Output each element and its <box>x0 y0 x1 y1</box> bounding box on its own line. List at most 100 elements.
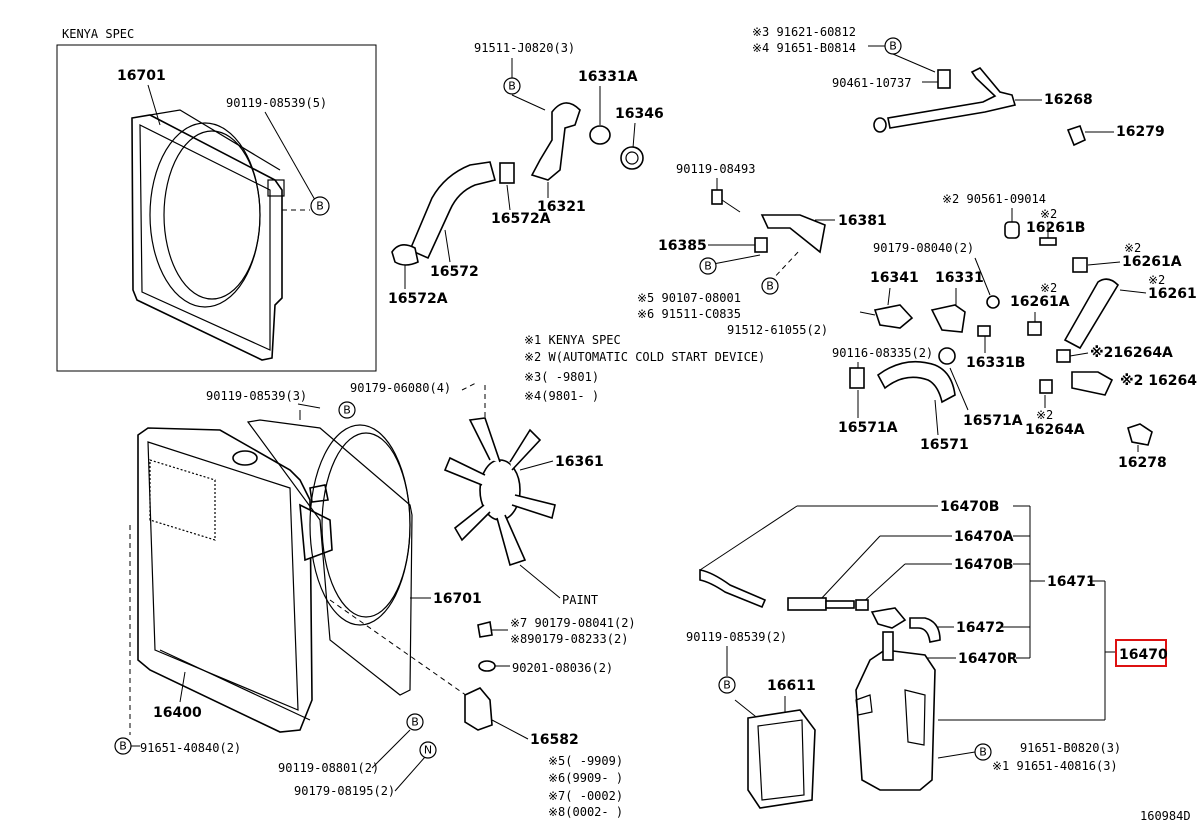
label-90119-08539-3: 90119-08539(3) <box>206 389 307 403</box>
label-16261A-top: 16261A <box>1122 254 1182 270</box>
label-90119-08493: 90119-08493 <box>676 162 755 176</box>
part-16261B <box>1039 237 1057 246</box>
figure-id: 160984D <box>1140 809 1191 823</box>
label-91651-B0814: ※4 91651-B0814 <box>752 41 856 55</box>
label-16611: 16611 <box>767 678 816 694</box>
label-paint: PAINT <box>562 593 598 607</box>
hose-16571 <box>849 347 956 404</box>
label-16572A-bottom: 16572A <box>388 291 448 307</box>
reservoir-tank <box>855 631 936 791</box>
label-16261B-star: ※2 <box>1040 207 1057 221</box>
label-16572A-top: 16572A <box>491 211 551 227</box>
label-16264: ※2 16264 <box>1120 373 1197 389</box>
part-90561 <box>1004 221 1020 239</box>
svg-text:B: B <box>343 404 351 417</box>
marker-b: B <box>406 713 424 731</box>
label-16264A-top: ※216264A <box>1090 345 1173 361</box>
svg-text:B: B <box>316 200 324 213</box>
label-90461-10737: 90461-10737 <box>832 76 911 90</box>
marker-b: B <box>884 37 902 55</box>
inset-title: KENYA SPEC <box>62 27 134 41</box>
label-16261: 16261 <box>1148 286 1197 302</box>
bracket-16381 <box>711 189 826 254</box>
label-16571A-left: 16571A <box>838 420 898 436</box>
bracket-16582 <box>464 687 493 731</box>
label-16470A: 16470A <box>954 529 1014 545</box>
label-16264A-star: ※2 <box>1036 408 1053 422</box>
marker-b: B <box>310 196 330 216</box>
label-16572: 16572 <box>430 264 479 280</box>
label-90107-08001: ※5 90107-08001 <box>637 291 741 305</box>
note-5: ※5( -9909) <box>548 754 623 768</box>
label-91651-B0820: 91651-B0820(3) <box>1020 741 1121 755</box>
svg-text:B: B <box>766 280 774 293</box>
note-8: ※8(0002- ) <box>548 805 623 819</box>
svg-text:N: N <box>424 744 432 757</box>
inset-frame <box>56 44 377 372</box>
label-16471: 16471 <box>1047 574 1096 590</box>
note-4: ※4(9801- ) <box>524 389 599 403</box>
label-90179-08041: ※7 90179-08041(2) <box>510 616 636 630</box>
svg-text:B: B <box>119 740 127 753</box>
svg-text:B: B <box>723 679 731 692</box>
label-16470-highlighted: 16470 <box>1119 647 1168 663</box>
marker-b: B <box>338 401 356 419</box>
part-16278 <box>1127 423 1153 446</box>
label-16331: 16331 <box>935 270 984 286</box>
label-16470R: 16470R <box>958 651 1018 667</box>
bypass-pipe-16268 <box>873 67 1017 133</box>
label-16264A-bottom: 16264A <box>1025 422 1085 438</box>
radiator-16400 <box>137 427 333 733</box>
label-90119-08539-5: 90119-08539(5) <box>226 96 327 110</box>
label-90561-09014: ※2 90561-09014 <box>942 192 1046 206</box>
marker-b: B <box>503 77 521 95</box>
bracket-16611 <box>747 709 816 809</box>
hose-16264 <box>1071 371 1114 396</box>
label-16278: 16278 <box>1118 455 1167 471</box>
marker-b: B <box>699 257 717 275</box>
label-90116-08335: 90116-08335(2) <box>832 346 933 360</box>
label-90201-08036: 90201-08036(2) <box>512 661 613 675</box>
label-16331B: 16331B <box>966 355 1025 371</box>
note-3: ※3( -9801) <box>524 370 599 384</box>
label-16341: 16341 <box>870 270 919 286</box>
label-16385: 16385 <box>658 238 707 254</box>
label-91512-61055: 91512-61055(2) <box>727 323 828 337</box>
note-1: ※1 KENYA SPEC <box>524 333 621 347</box>
note-6: ※6(9909- ) <box>548 771 623 785</box>
fan-shroud-inset <box>131 109 285 361</box>
marker-b: B <box>114 737 132 755</box>
svg-text:B: B <box>508 80 516 93</box>
fan-16361 <box>443 417 556 567</box>
plug-16279 <box>1066 124 1087 147</box>
label-16470B-top: 16470B <box>940 499 999 515</box>
part-16331 <box>930 304 966 333</box>
label-16571: 16571 <box>920 437 969 453</box>
fan-shroud-16701 <box>246 419 413 696</box>
label-16701-inset: 16701 <box>117 68 166 84</box>
label-91511-J0820: 91511-J0820(3) <box>474 41 575 55</box>
label-91511-C0835: ※6 91511-C0835 <box>637 307 741 321</box>
label-16381: 16381 <box>838 213 887 229</box>
label-16582: 16582 <box>530 732 579 748</box>
reservoir-hoses <box>699 569 941 643</box>
label-16279: 16279 <box>1116 124 1165 140</box>
note-7: ※7( -0002) <box>548 789 623 803</box>
label-91651-40840: 91651-40840(2) <box>140 741 241 755</box>
label-16331A-top: 16331A <box>578 69 638 85</box>
svg-text:B: B <box>704 260 712 273</box>
svg-text:B: B <box>411 716 419 729</box>
label-91651-40816: ※1 91651-40816(3) <box>992 759 1118 773</box>
hose-16261 <box>1063 278 1120 350</box>
label-16346: 16346 <box>615 106 664 122</box>
label-16261A-2-star: ※2 <box>1040 281 1057 295</box>
label-16261A-star: ※2 <box>1124 241 1141 255</box>
label-16261B: 16261B <box>1026 220 1085 236</box>
svg-text:B: B <box>979 746 987 759</box>
label-90119-08801: 90119-08801(2) <box>278 761 379 775</box>
label-16472: 16472 <box>956 620 1005 636</box>
note-2: ※2 W(AUTOMATIC COLD START DEVICE) <box>524 350 765 364</box>
marker-b: B <box>974 743 992 761</box>
